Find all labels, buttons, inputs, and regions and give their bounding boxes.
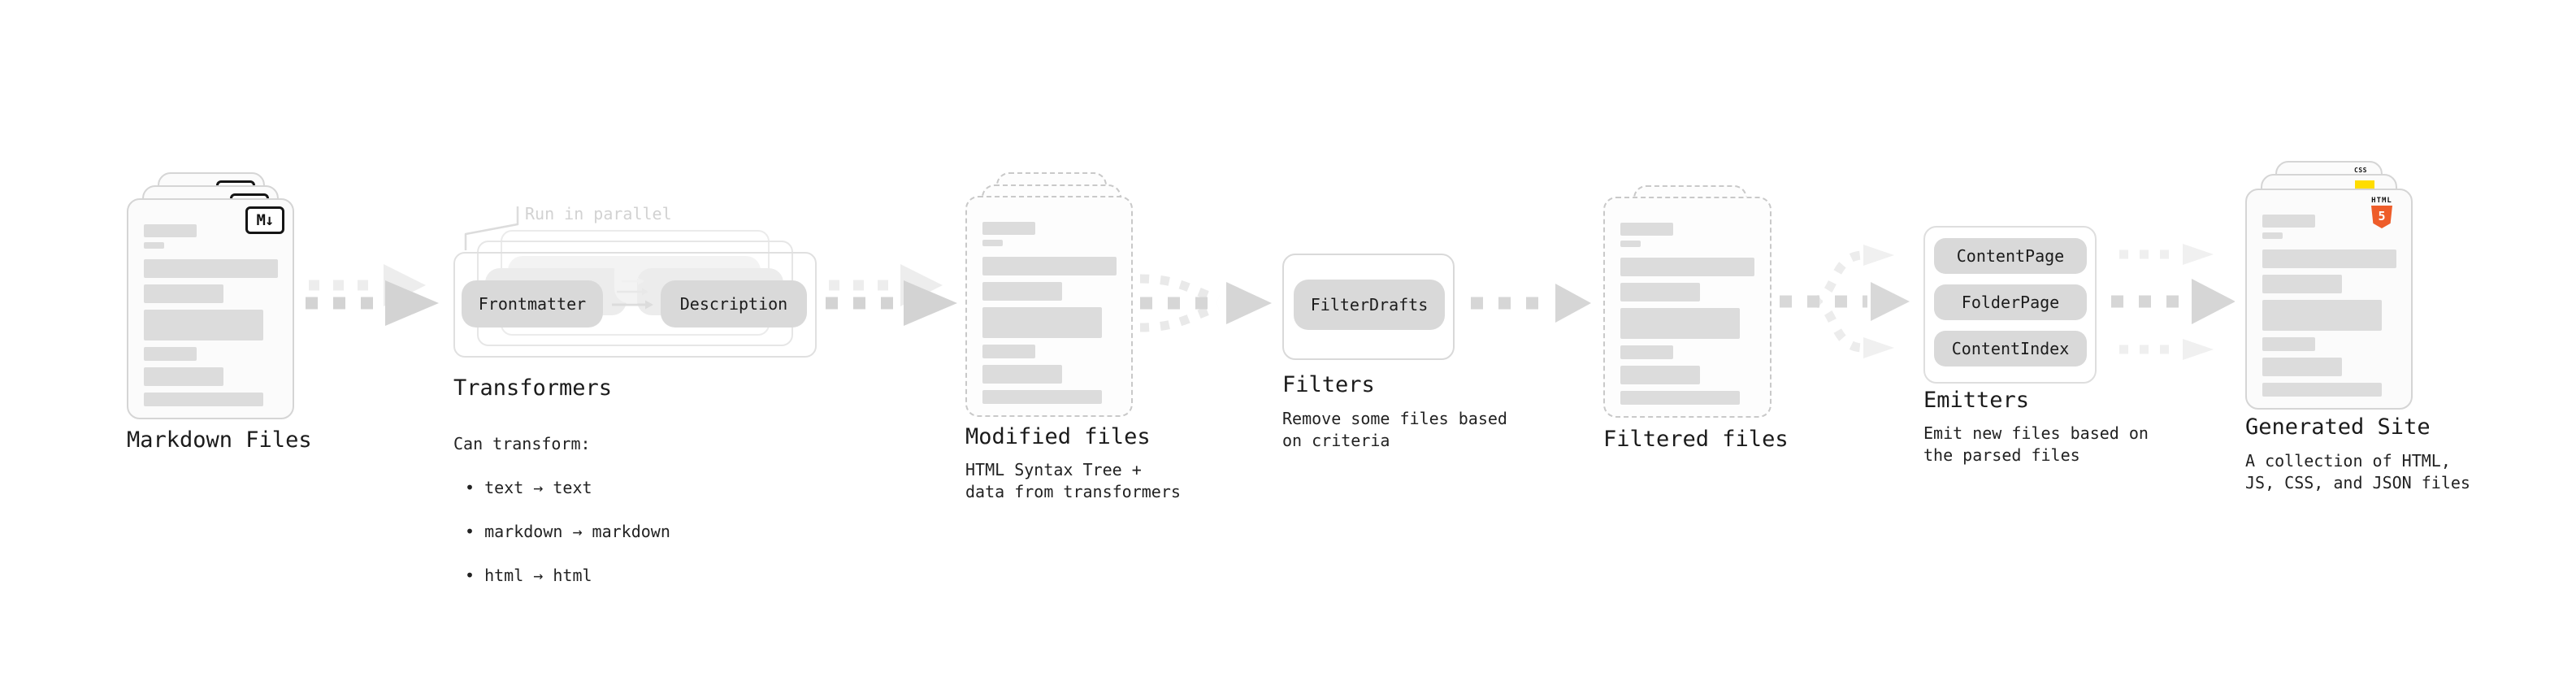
flow-arrow-filters-to-filtered	[1471, 284, 1591, 323]
flow-arrow-markdown-to-transformers	[306, 264, 439, 326]
filter-drafts-pill: FilterDrafts	[1294, 280, 1445, 330]
html5-icon-shield: 5	[2371, 206, 2392, 228]
doc-content-bar	[982, 307, 1102, 338]
doc-content-placeholder	[128, 200, 293, 406]
doc-content-bar	[1620, 258, 1754, 276]
doc-content-bar	[2262, 383, 2382, 397]
filters-caption: Remove some files based on criteria	[1282, 409, 1507, 450]
filtered-file-front	[1603, 197, 1772, 418]
html5-icon: HTML 5	[2364, 197, 2400, 228]
markdown-icon: M↓	[245, 206, 284, 234]
stage-title-transformers: Transformers	[453, 375, 613, 401]
doc-content-bar	[982, 390, 1102, 404]
parallel-note: Run in parallel	[525, 204, 672, 223]
flow-arrow-emitters-to-generated	[2111, 244, 2235, 360]
transformers-caption: Can transform: • text → text • markdown …	[453, 411, 670, 609]
modified-file-front	[965, 196, 1133, 417]
doc-content-bar	[1620, 223, 1673, 236]
doc-content-bar	[144, 284, 223, 303]
stage-title-generated-site: Generated Site	[2245, 414, 2431, 440]
doc-content-bar	[1620, 283, 1700, 301]
flow-arrow-transformers-to-modified	[826, 264, 957, 326]
doc-content-bar	[982, 240, 1003, 246]
doc-content-bar	[144, 367, 223, 386]
doc-content-bar	[1620, 241, 1641, 247]
doc-content-bar	[144, 259, 278, 278]
transformer-frontmatter-pill: Frontmatter	[462, 280, 603, 327]
html5-icon-label: HTML	[2371, 197, 2392, 205]
doc-content-bar	[144, 393, 263, 406]
doc-content-bar	[144, 224, 197, 237]
doc-content-bar	[144, 347, 197, 361]
emitters-caption: Emit new files based on the parsed files	[1923, 423, 2149, 465]
css-icon-label: CSS	[2354, 167, 2367, 174]
doc-content-bar	[1620, 345, 1673, 359]
stage-title-filters: Filters	[1282, 372, 1375, 397]
doc-content-bar	[2262, 358, 2342, 376]
stage-title-filtered-files: Filtered files	[1603, 427, 1789, 452]
doc-content-bar	[2262, 300, 2382, 331]
doc-content-bar	[2262, 249, 2396, 268]
doc-content-bar	[1620, 391, 1740, 405]
stage-title-modified-files: Modified files	[965, 424, 1151, 449]
transformers-frame-front	[453, 252, 817, 358]
doc-content-bar	[2262, 337, 2315, 351]
doc-content-placeholder	[1605, 198, 1770, 405]
doc-content-bar	[982, 282, 1062, 301]
flow-arrow-filtered-to-emitters-split	[1780, 245, 1910, 358]
stage-title-markdown-files: Markdown Files	[127, 427, 312, 453]
doc-content-bar	[2262, 232, 2283, 239]
caption-bullet: • markdown → markdown	[465, 522, 670, 541]
generated-file-html: HTML 5	[2245, 189, 2413, 410]
doc-content-bar	[982, 345, 1035, 358]
emitter-folder-page-pill: FolderPage	[1934, 284, 2087, 320]
doc-content-placeholder	[2247, 190, 2411, 397]
doc-content-bar	[2262, 275, 2342, 293]
emitter-content-page-pill: ContentPage	[1934, 238, 2087, 274]
flow-arrow-modified-to-filters-merge	[1139, 274, 1272, 332]
doc-content-bar	[1620, 308, 1740, 339]
doc-content-bar	[2262, 215, 2315, 228]
doc-content-bar	[982, 365, 1062, 384]
doc-content-bar	[1620, 366, 1700, 384]
generated-site-caption: A collection of HTML, JS, CSS, and JSON …	[2245, 451, 2470, 492]
modified-files-caption: HTML Syntax Tree + data from transformer…	[965, 460, 1181, 501]
caption-bullet: • html → html	[465, 566, 592, 585]
emitter-content-index-pill: ContentIndex	[1934, 331, 2087, 367]
markdown-file-front: M↓	[127, 198, 294, 419]
transformer-description-pill: Description	[661, 280, 807, 327]
caption-bullet: • text → text	[465, 478, 592, 497]
doc-content-bar	[144, 242, 164, 249]
caption-heading: Can transform:	[453, 434, 591, 453]
doc-content-bar	[982, 257, 1117, 275]
doc-content-bar	[982, 222, 1035, 235]
doc-content-placeholder	[967, 197, 1131, 404]
doc-content-bar	[144, 310, 263, 340]
stage-title-emitters: Emitters	[1923, 388, 2030, 413]
